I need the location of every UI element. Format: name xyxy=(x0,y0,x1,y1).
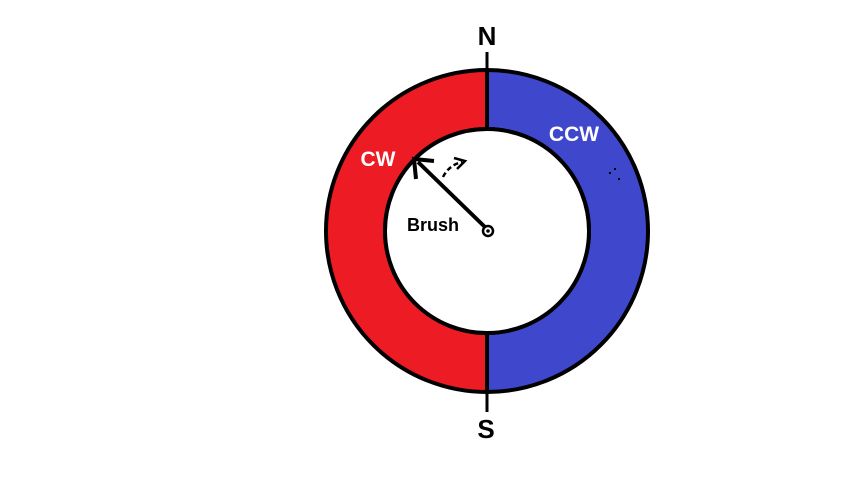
brush-label: Brush xyxy=(407,215,459,235)
curved-arrow-icon xyxy=(441,156,468,178)
north-label: N xyxy=(478,21,497,51)
south-label: S xyxy=(477,414,494,444)
pivot-icon xyxy=(481,224,495,238)
cw-label: CW xyxy=(361,148,396,171)
specks xyxy=(609,168,620,180)
ccw-label: CCW xyxy=(549,123,599,146)
brush-arrow-icon xyxy=(411,156,489,231)
